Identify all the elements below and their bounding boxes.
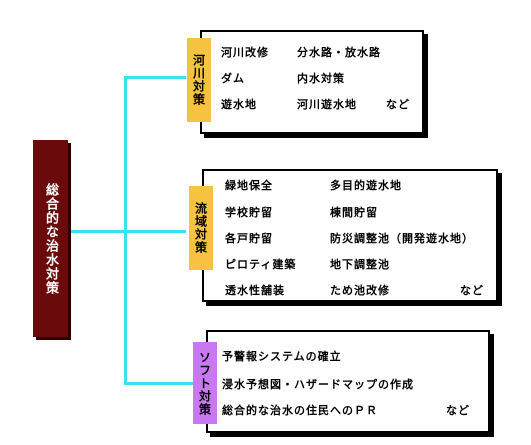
cell: 総合的な治水の住民へのＰＲ xyxy=(222,404,378,417)
cell: 各戸貯留 xyxy=(225,232,273,245)
branch-box-basin xyxy=(202,169,498,302)
root-node: 総合的な治水対策 xyxy=(33,140,68,337)
cell: ため池改修 xyxy=(330,284,390,297)
cell: 棟間貯留 xyxy=(330,206,378,219)
cell: など xyxy=(460,284,484,297)
cell: など xyxy=(446,404,470,417)
cell: 防災調整池（開発遊水地） xyxy=(330,232,474,245)
cell: 緑地保全 xyxy=(225,179,273,192)
root-label: 総合的な治水対策 xyxy=(43,182,58,295)
cell: 予警報システムの確立 xyxy=(222,350,342,363)
branch-label: 河川対策 xyxy=(191,54,206,106)
cell: 内水対策 xyxy=(297,72,345,85)
cell: 多目的遊水地 xyxy=(330,179,402,192)
branch-tag-river: 河川対策 xyxy=(187,38,211,122)
branch-box-soft xyxy=(206,330,490,433)
cell: 遊水地 xyxy=(221,98,257,111)
cell: ダム xyxy=(221,72,245,85)
branch-tag-soft: ソフト対策 xyxy=(193,342,217,424)
connector-branch-2 xyxy=(124,230,186,233)
connector-root xyxy=(68,230,126,233)
cell: 透水性舗装 xyxy=(225,284,285,297)
cell: など xyxy=(386,98,410,111)
cell: 地下調整池 xyxy=(330,258,390,271)
cell: 分水路・放水路 xyxy=(297,46,381,59)
cell: 河川改修 xyxy=(221,46,269,59)
connector-branch-1 xyxy=(124,76,186,79)
cell: 学校貯留 xyxy=(225,206,273,219)
cell: 浸水予想図・ハザードマップの作成 xyxy=(222,378,414,391)
cell: 河川遊水地 xyxy=(297,98,357,111)
cell: ピロティ建築 xyxy=(225,258,297,271)
connector-branch-3 xyxy=(124,382,194,385)
branch-tag-basin: 流域対策 xyxy=(189,186,213,270)
branch-label: 流域対策 xyxy=(193,202,208,254)
branch-label: ソフト対策 xyxy=(197,350,212,416)
